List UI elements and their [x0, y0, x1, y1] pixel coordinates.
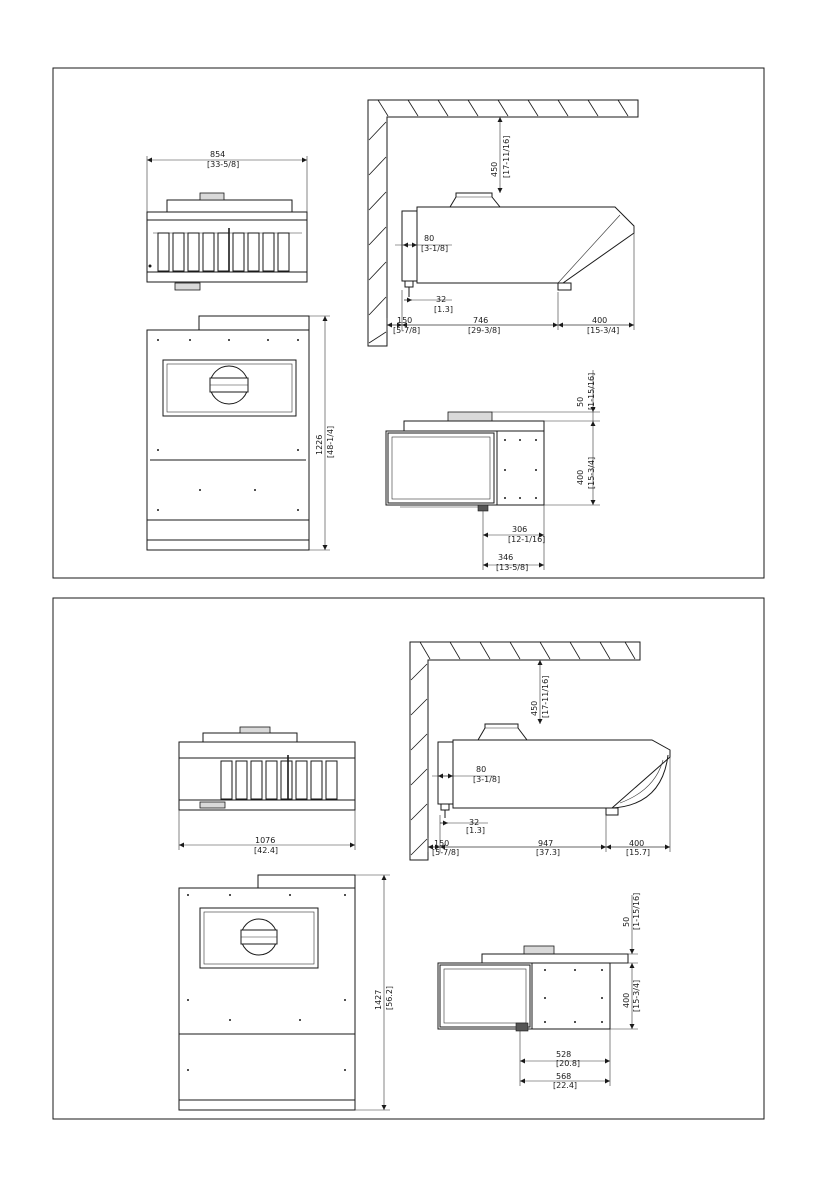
p2-body-height-value: 400 — [622, 993, 631, 1008]
p2-wall-offset-value: 150 — [434, 839, 449, 848]
p1-hood-length-value: 746 — [473, 316, 488, 325]
p2-outlet-b-imperial: [22.4] — [553, 1081, 577, 1090]
p2-overhang-value: 400 — [629, 839, 644, 848]
p1-body-height-value: 400 — [576, 470, 585, 485]
p1-overhang-imperial: [15-3/4] — [587, 326, 619, 335]
p1-side-view: 450 [17-11/16] 80 [3-1/8] 32 [1.3] 150 [… — [368, 100, 638, 346]
p1-outlet-a-imperial: [12-1/16] — [508, 535, 545, 544]
p1-collar-height-value: 50 — [576, 397, 585, 407]
panel-2-frame — [53, 598, 764, 1119]
p2-hood-body — [453, 740, 670, 808]
panel-2: 1076 [42.4] 1427 [56.2] — [53, 598, 764, 1119]
p2-control-box — [438, 742, 453, 804]
p1-drain-offset-imperial: [1.3] — [434, 305, 453, 314]
p2-front-view: 1076 [42.4] — [179, 727, 355, 855]
p2-plan-depth-value: 1427 — [374, 990, 383, 1010]
p1-outlet-a-value: 306 — [512, 525, 527, 534]
p1-wall-offset-imperial: [5-7/8] — [393, 326, 420, 335]
p1-front-width-value: 854 — [210, 150, 225, 159]
p1-outlet-b-imperial: [13-5/8] — [496, 563, 528, 572]
p1-body-height-imperial: [15-3/4] — [587, 457, 596, 489]
p1-rear-view: 50 [1-15/16] 400 [15-3/4] 306 [12-1/16] … — [386, 370, 600, 572]
p2-outlet-a-value: 528 — [556, 1050, 571, 1059]
p2-side-collar — [478, 724, 527, 740]
p1-hood-length-imperial: [29-3/8] — [468, 326, 500, 335]
p1-overhang-value: 400 — [592, 316, 607, 325]
p2-collar-height-value: 50 — [622, 917, 631, 927]
p1-front-filters — [153, 228, 302, 272]
panel-1: 854 [33-5/8] — [53, 68, 764, 578]
p1-outlet-b-value: 346 — [498, 553, 513, 562]
p2-collar-height-imperial: [1-15/16] — [632, 893, 641, 930]
p2-ceiling-gap-imperial: [17-11/16] — [541, 676, 550, 718]
p1-box-width-value: 80 — [424, 234, 434, 243]
p1-ceiling-gap-value: 450 — [490, 162, 499, 177]
p1-front-width-imperial: [33-5/8] — [207, 160, 239, 169]
p1-plan-depth-imperial: [48-1/4] — [326, 426, 335, 458]
p1-plan-depth-value: 1226 — [315, 435, 324, 455]
p2-outlet-a-imperial: [20.8] — [556, 1059, 580, 1068]
p2-box-width-value: 80 — [476, 765, 486, 774]
p1-wall-offset-value: 150 — [397, 316, 412, 325]
p2-hood-length-value: 947 — [538, 839, 553, 848]
p2-wall-offset-imperial: [5-7/8] — [432, 848, 459, 857]
p1-ceiling-gap-imperial: [17-11/16] — [502, 136, 511, 178]
p2-hood-length-imperial: [37.3] — [536, 848, 560, 857]
p2-drain-offset-imperial: [1.3] — [466, 826, 485, 835]
p2-body-height-imperial: [15-3/4] — [632, 980, 641, 1012]
p1-box-width-imperial: [3-1/8] — [421, 244, 448, 253]
p2-box-width-imperial: [3-1/8] — [473, 775, 500, 784]
p1-control-box — [402, 211, 417, 281]
p2-plan-depth-imperial: [56.2] — [385, 986, 394, 1010]
p2-side-view: 450 [17-11/16] 80 [3-1/8] 32 [1.3] 150 [… — [410, 642, 670, 860]
p1-side-collar — [450, 193, 500, 207]
p2-front-width-imperial: [42.4] — [254, 846, 278, 855]
p1-plan-view: 1226 [48-1/4] — [147, 316, 335, 550]
p2-front-width-value: 1076 — [255, 836, 275, 845]
p2-rear-view: 50 [1-15/16] 400 [15-3/4] 528 [20.8] 568… — [438, 893, 641, 1090]
p1-front-view: 854 [33-5/8] — [147, 150, 307, 290]
p1-drain-offset-value: 32 — [436, 295, 446, 304]
p2-outlet-b-value: 568 — [556, 1072, 571, 1081]
p1-collar-height-imperial: [1-15/16] — [587, 373, 596, 410]
p2-overhang-imperial: [15.7] — [626, 848, 650, 857]
p2-plan-view: 1427 [56.2] — [179, 875, 394, 1110]
p2-ceiling-gap-value: 450 — [530, 701, 539, 716]
